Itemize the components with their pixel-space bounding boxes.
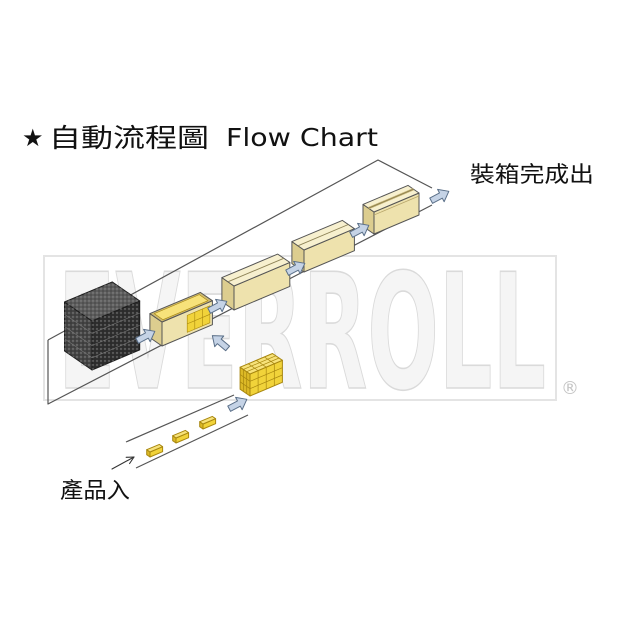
top-face: [172, 429, 190, 439]
arrow-right-icon: [227, 396, 248, 412]
stack-layer-line: [249, 374, 283, 390]
stack-grid-line: [246, 357, 280, 373]
flow-arrow-folding-to-sealing: [285, 260, 306, 276]
stack-grid-line: [256, 360, 267, 368]
product-item: [172, 429, 190, 444]
product-item: [199, 415, 217, 430]
stack-layer-line: [239, 381, 251, 389]
flow-arrow-conveyor-to-stack: [227, 396, 248, 412]
flap-seam-line: [227, 257, 284, 283]
stack-grid-line: [264, 356, 275, 364]
top-face: [199, 415, 217, 425]
product-stack: [239, 353, 283, 397]
stack-grid-line: [243, 355, 276, 370]
arrow-right-icon: [349, 222, 370, 238]
inner-products: [154, 294, 209, 321]
flow-arrow-stack-to-carton: [135, 328, 156, 344]
input-conveyor-outline: [125, 394, 249, 469]
main-conveyor-top-edge: [47, 159, 433, 341]
input-arrow: [111, 456, 135, 470]
layer-line: [64, 314, 93, 334]
layer-line: [91, 337, 140, 359]
watermark-registered-mark: ®: [561, 378, 579, 399]
flow-arrow-sealing-to-sealed: [349, 222, 370, 238]
title-english: Flow Chart: [226, 123, 378, 152]
flow-arrow-exit: [429, 188, 450, 204]
arrow-right-icon: [211, 335, 231, 352]
stacked-carton-block: [64, 281, 141, 371]
layer-line: [91, 312, 140, 334]
stack-grid-line: [247, 363, 259, 371]
carton-folding: [221, 253, 291, 311]
tape-edge-line: [373, 195, 420, 216]
input-arrow-shaft: [111, 456, 135, 470]
product-item: [146, 443, 164, 458]
title-star-icon: ★: [22, 124, 44, 152]
stack-layer-line: [239, 374, 251, 382]
flap-seam-line: [368, 188, 414, 209]
top-face: [146, 443, 164, 453]
title-chinese: 自動流程圖: [49, 124, 209, 154]
arrow-right-icon: [207, 298, 228, 314]
flow-arrow-products-into-carton: [211, 335, 231, 352]
layer-line: [64, 338, 93, 359]
flow-arrow-loading-to-folding: [207, 298, 228, 314]
arrow-right-icon: [429, 188, 450, 204]
input-label: 產品入: [60, 479, 130, 504]
arrow-right-icon: [135, 328, 156, 344]
input-arrow-head-icon: [125, 456, 135, 465]
input-conveyor-top-edge: [125, 394, 235, 443]
title: ★ 自動流程圖 Flow Chart: [22, 123, 378, 154]
layer-line: [91, 325, 140, 346]
output-label: 裝箱完成出: [470, 163, 594, 188]
arrow-right-icon: [285, 260, 306, 276]
open-carton-loading: [149, 291, 213, 347]
product-divider-line: [187, 314, 211, 325]
layer-line: [64, 326, 93, 346]
stack-layer-line: [249, 367, 283, 382]
input-conveyor-bottom-edge: [135, 414, 249, 469]
top-face-texture: [64, 281, 140, 321]
flap-seam-line: [297, 224, 349, 247]
carton-sealed: [362, 184, 420, 235]
